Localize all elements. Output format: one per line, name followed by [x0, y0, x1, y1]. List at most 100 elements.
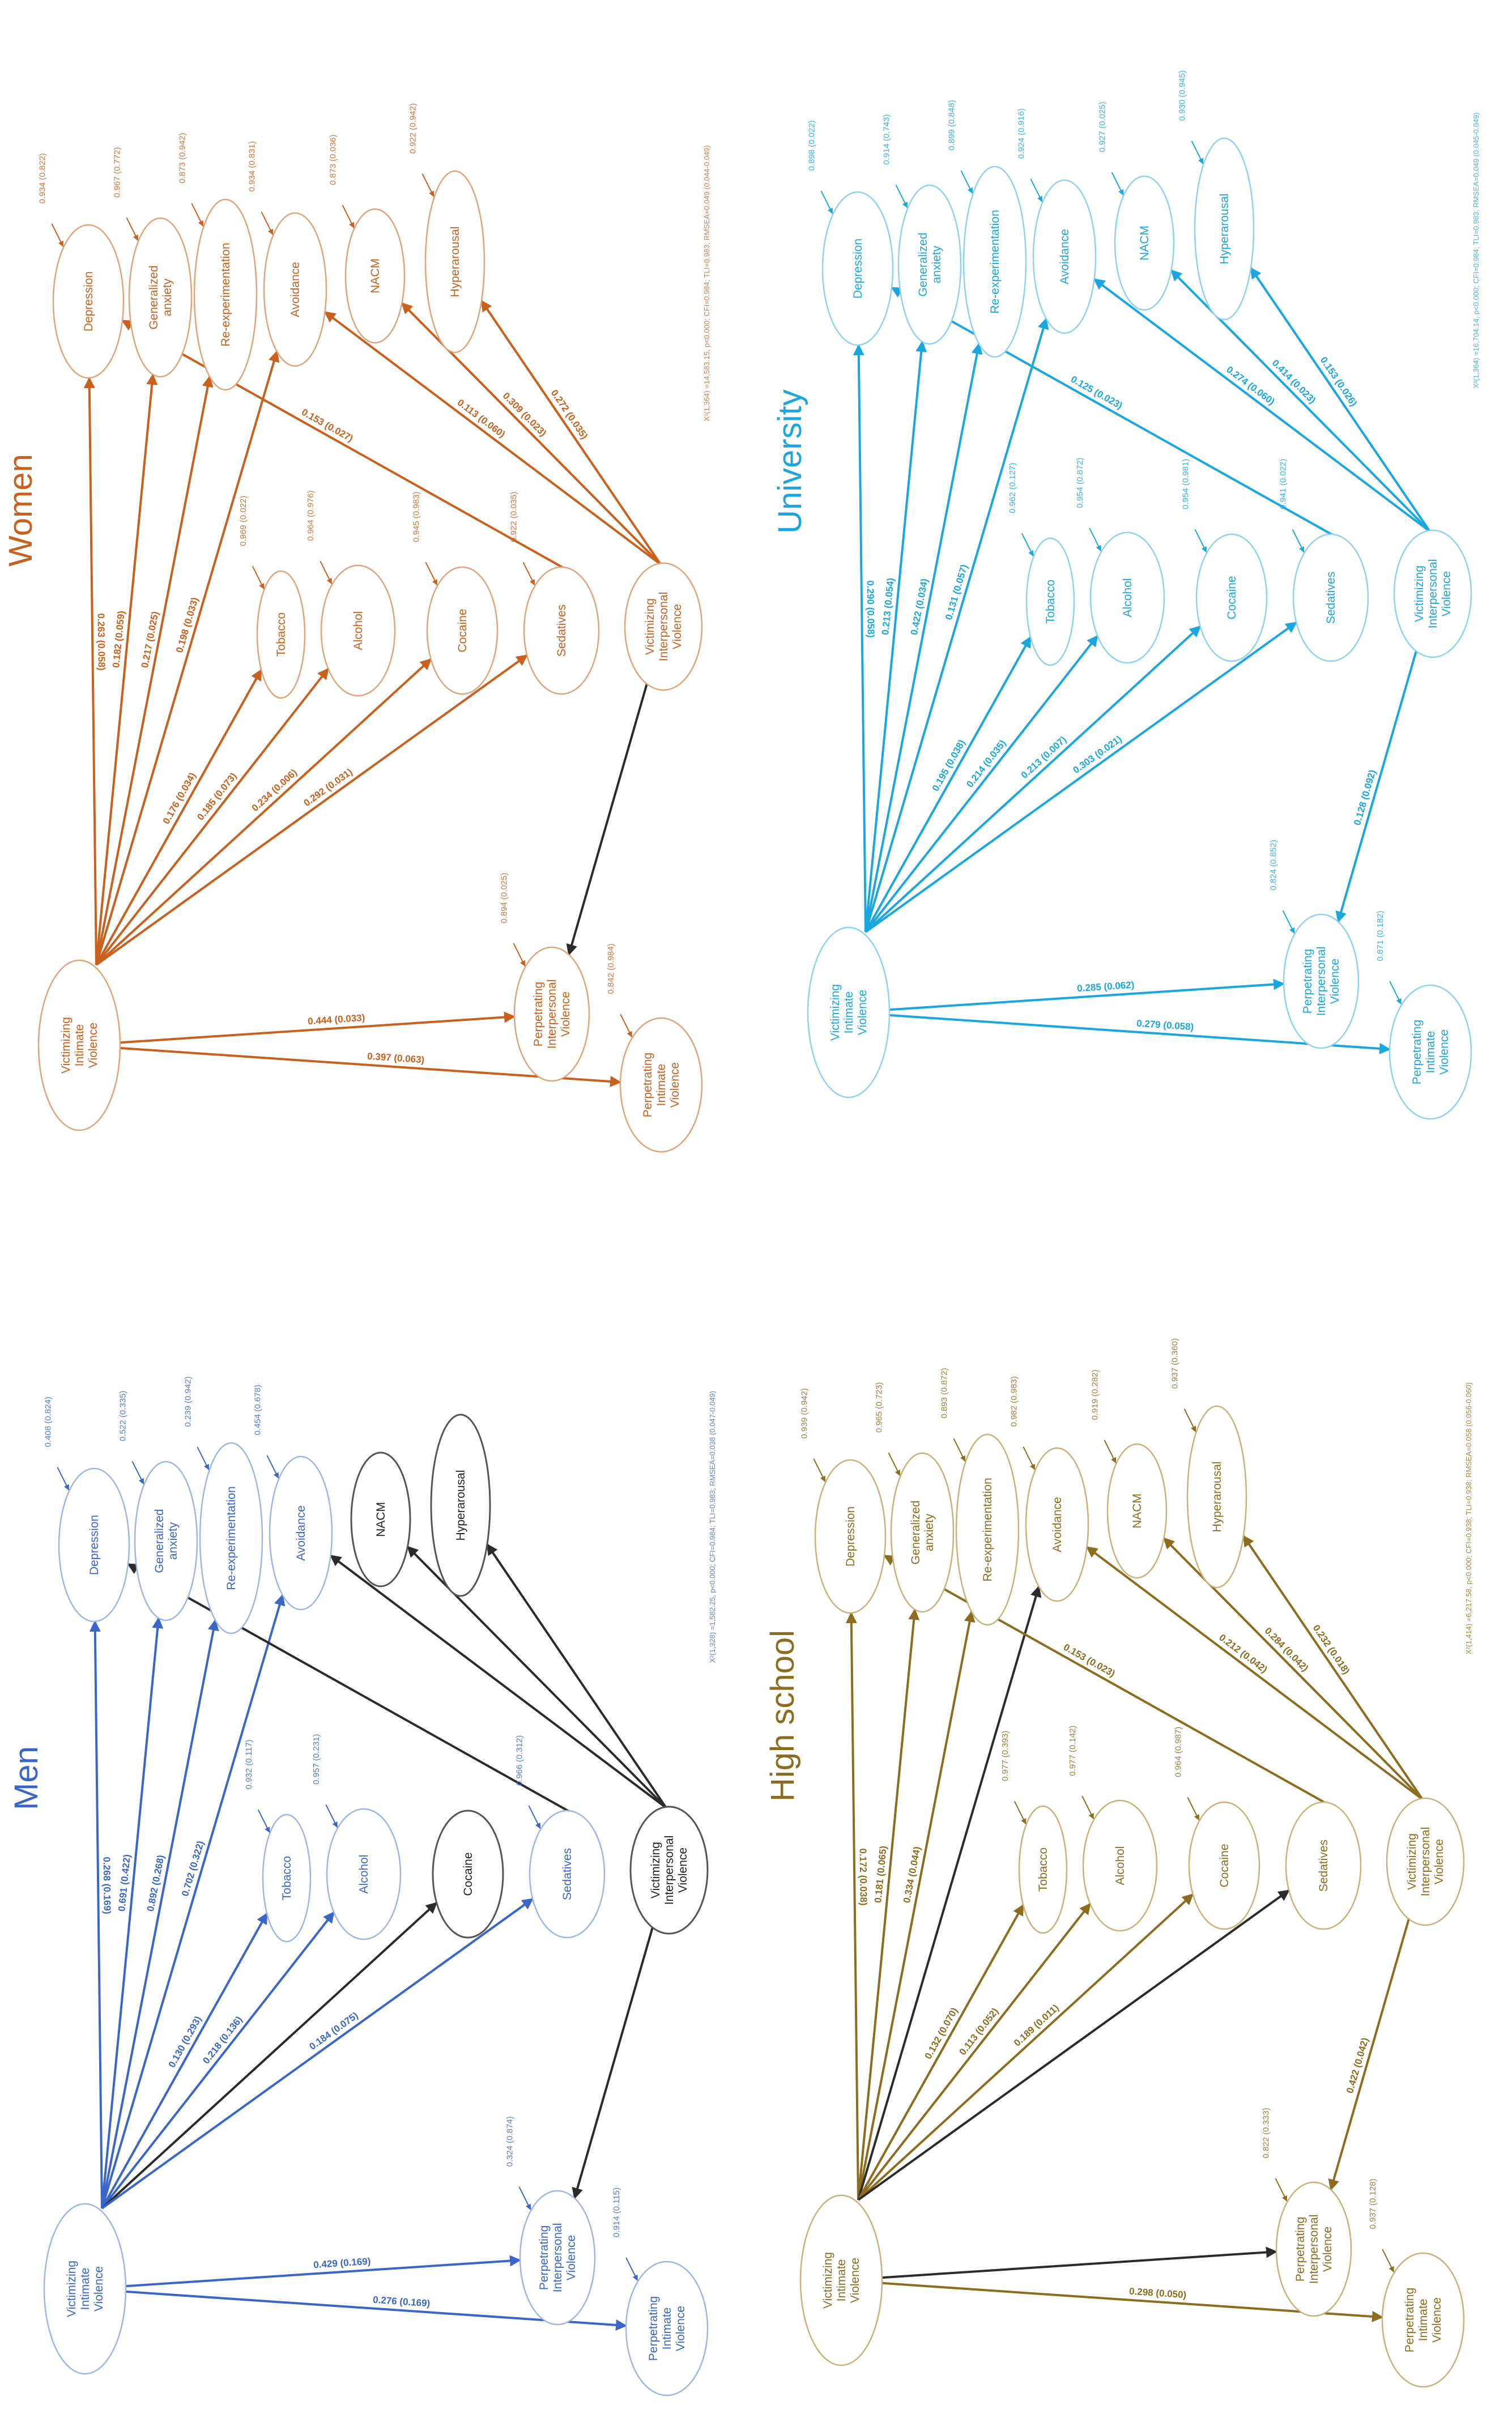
node-label: NACM [369, 258, 382, 293]
path-vintimate-to-sedatives [101, 1898, 534, 2210]
node-label: anxiety [167, 1522, 180, 1560]
node-label: Sedatives [1324, 572, 1338, 624]
node-ellipse [350, 1451, 411, 1587]
node-label: Violence [671, 604, 684, 649]
node-ellipse [1194, 137, 1255, 321]
node-hyper: Hyperarousal [430, 1414, 491, 1597]
node-label: Interpersonal [657, 592, 670, 662]
path-vintimate-to-piv [125, 2290, 628, 2331]
residual-variance: 0.822 (0.333) [1261, 2108, 1271, 2158]
node-depression: Depression 0.898 (0.022) [807, 120, 894, 346]
path-coefficient: 0.184 (0.075) [307, 2010, 360, 2052]
residual-variance: 0.842 (0.984) [606, 943, 616, 994]
node-ellipse [629, 1806, 709, 1935]
model-fit-footnote: X²(1,328) =1,582.25, p<0.000; CFI=0.984;… [708, 1391, 717, 1663]
residual-variance: 0.965 (0.723) [874, 1382, 884, 1433]
residual-variance: 0.239 (0.942) [183, 1376, 193, 1427]
residual-variance: 0.898 (0.022) [807, 120, 816, 171]
node-label: Violence [1438, 1029, 1451, 1075]
residual-variance: 0.937 (0.128) [1368, 2178, 1378, 2229]
node-label: Alcohol [357, 1855, 370, 1894]
path-vintimate-to-depression [89, 1620, 103, 2209]
residual-variance: 0.914 (0.743) [881, 114, 891, 165]
residual-arrow [620, 1014, 633, 1037]
residual-arrow [197, 1446, 210, 1470]
node-label: Violence [87, 1023, 100, 1068]
path-coefficient: 0.292 (0.031) [301, 767, 354, 808]
node-ellipse [962, 165, 1027, 358]
node-label: Interpersonal [1315, 947, 1328, 1016]
residual-arrow [1282, 910, 1295, 934]
node-label: Interpersonal [663, 1836, 676, 1905]
node-label: Perpetrating [1403, 2288, 1416, 2352]
path-vintimate-to-depression [83, 376, 97, 965]
node-label: Violence [92, 2266, 105, 2311]
residual-variance: 0.966 (0.312) [514, 1735, 524, 1786]
node-ellipse [1186, 1405, 1247, 1589]
node-ellipse [1389, 984, 1472, 1120]
path-vintimate-to-tobacco [95, 669, 262, 965]
residual-arrow [518, 2186, 531, 2210]
node-ellipse [43, 2203, 127, 2375]
node-ellipse [1381, 2252, 1465, 2388]
path-coefficient: 0.892 (0.268) [145, 1854, 167, 1913]
node-ellipse [523, 566, 600, 695]
node-ellipse [519, 2190, 596, 2326]
path-coefficient: 0.212 (0.042) [1217, 1632, 1269, 1675]
node-label: Tobacco [1044, 580, 1057, 624]
path-vintimate-to-alcohol [101, 1911, 335, 2210]
path-coefficient: 0.290 (0.058) [865, 580, 876, 637]
residual-arrow [522, 561, 535, 586]
node-ellipse [814, 1459, 887, 1614]
path-vintimate-to-pipv [881, 2246, 1278, 2279]
path-coefficient: 0.232 (0.018) [1311, 1623, 1352, 1676]
node-label: Avoidance [289, 262, 302, 317]
node-label: Violence [849, 2258, 862, 2303]
path-vintimate-to-cocaine [864, 625, 1202, 933]
node-label: Cocaine [1225, 576, 1238, 619]
panel-title: Men [8, 1746, 45, 1810]
residual-arrow [261, 211, 274, 235]
path-vintimate-to-avoid [857, 1585, 1042, 2200]
node-label: Violence [668, 1062, 682, 1108]
node-label: Violence [559, 991, 572, 1037]
node-ellipse [807, 926, 891, 1099]
path-vintimate-to-reexp [101, 1619, 219, 2209]
node-ellipse [1025, 1447, 1089, 1602]
path-coefficient: 0.213 (0.007) [1019, 734, 1068, 781]
path-vintimate-to-reexp [95, 375, 214, 965]
path-vinterp-to-hyper [486, 1543, 667, 1809]
node-label: Hyperarousal [1211, 1462, 1224, 1532]
node-label: Re-experimentation [219, 242, 232, 346]
path-coefficient: 0.172 (0.038) [858, 1848, 869, 1905]
node-label: Perpetrating [647, 2296, 660, 2361]
node-label: Interpersonal [546, 980, 559, 1049]
path-vintimate-to-avoid [864, 317, 1049, 933]
node-label: Depression [851, 239, 864, 299]
node-label: Tobacco [275, 612, 288, 657]
node-label: anxiety [930, 245, 943, 283]
node-ellipse [619, 1017, 703, 1153]
node-label: Interpersonal [1426, 559, 1439, 629]
